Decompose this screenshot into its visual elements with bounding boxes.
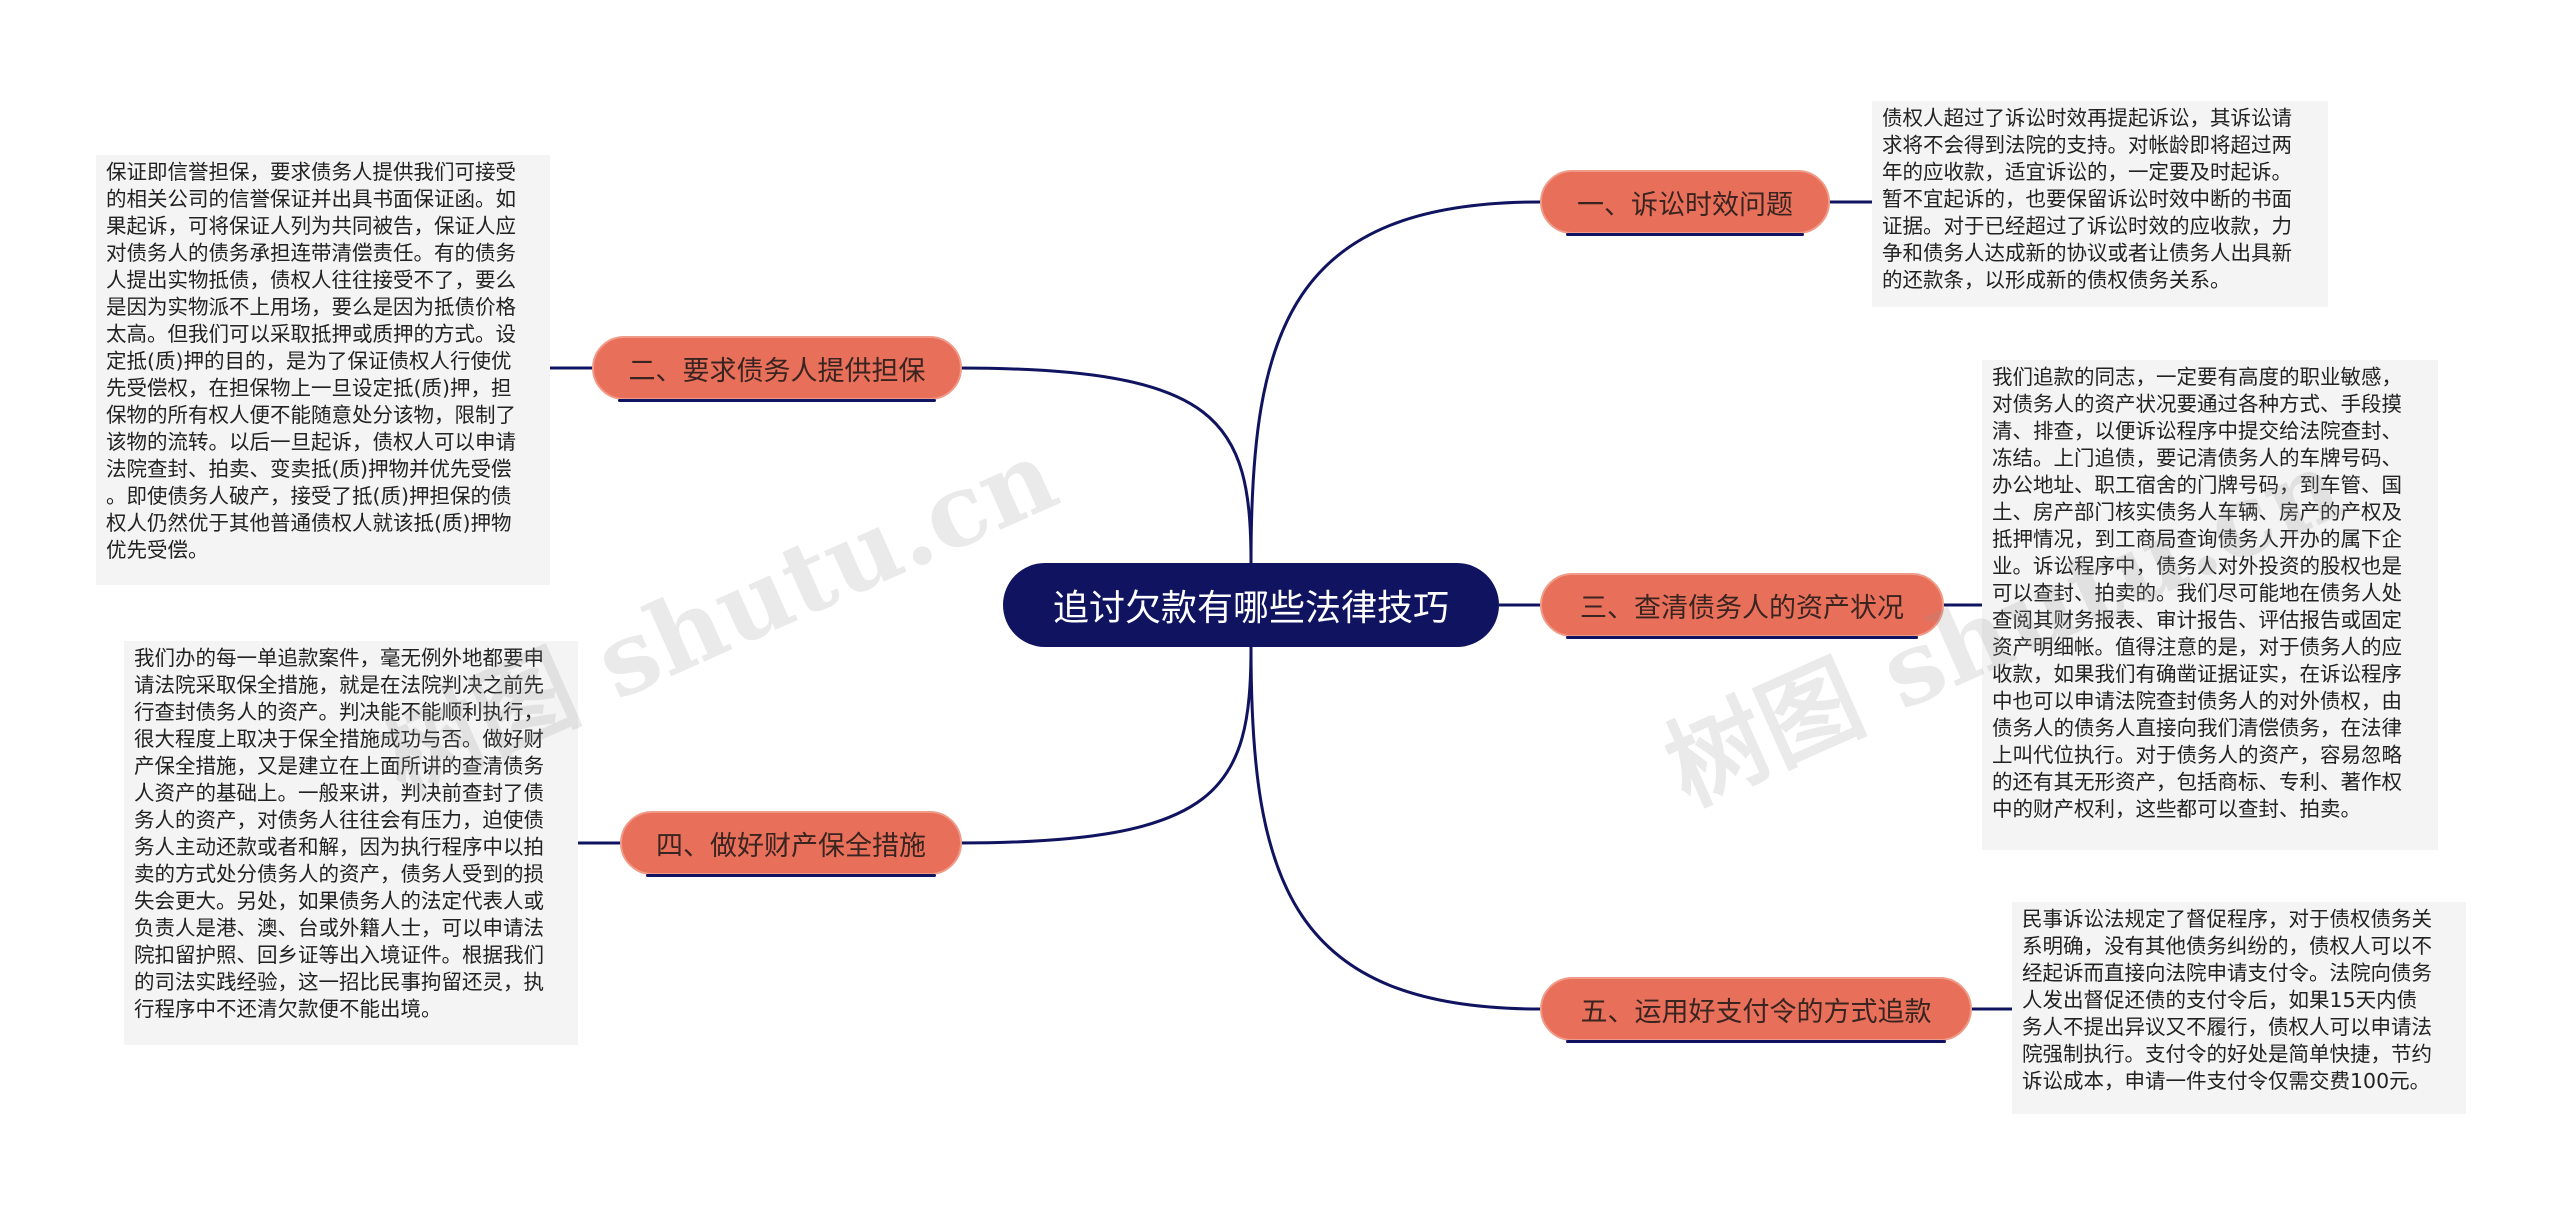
- branch-statute-of-limitations[interactable]: 一、诉讼时效问题: [1540, 170, 1830, 236]
- branch-property-preservation[interactable]: 四、做好财产保全措施: [620, 811, 962, 877]
- note-property-preservation: 我们办的每一单追款案件，毫无例外地都要申 请法院采取保全措施，就是在法院判决之前…: [124, 641, 578, 1045]
- connector-branch-5: [1249, 646, 1541, 1011]
- note-investigate-assets: 我们追款的同志，一定要有高度的职业敏感， 对债务人的资产状况要通过各种方式、手段…: [1982, 360, 2438, 850]
- branch-payment-order[interactable]: 五、运用好支付令的方式追款: [1540, 977, 1972, 1043]
- note-payment-order: 民事诉讼法规定了督促程序，对于债权债务关 系明确，没有其他债务纠纷的，债权人可以…: [2012, 902, 2466, 1114]
- note-request-guarantee: 保证即信誉担保，要求债务人提供我们可接受 的相关公司的信誉保证并出具书面保证函。…: [96, 155, 550, 585]
- central-topic[interactable]: 追讨欠款有哪些法律技巧: [1003, 563, 1499, 647]
- branch-request-guarantee[interactable]: 二、要求债务人提供担保: [592, 336, 962, 402]
- connector-branch-4: [957, 646, 1253, 845]
- connector-branch-2: [957, 366, 1253, 564]
- branch-investigate-assets[interactable]: 三、查清债务人的资产状况: [1540, 573, 1944, 639]
- note-statute-of-limitations: 债权人超过了诉讼时效再提起诉讼，其诉讼请 求将不会得到法院的支持。对帐龄即将超过…: [1872, 101, 2328, 307]
- connector-branch-1: [1249, 200, 1541, 564]
